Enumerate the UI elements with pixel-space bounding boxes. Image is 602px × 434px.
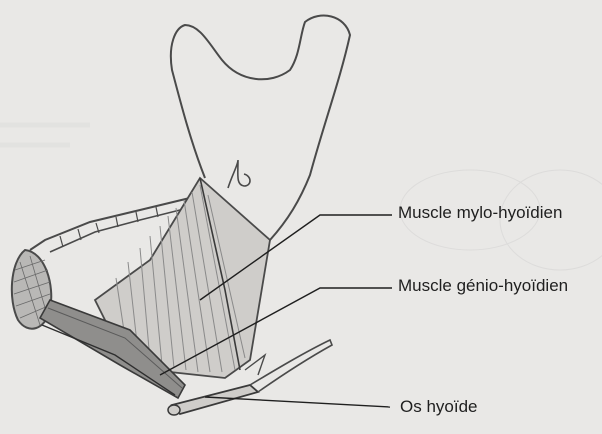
pencil-squiggle — [228, 160, 250, 188]
leader-hyoid — [205, 397, 390, 407]
label-hyoid: Os hyoïde — [400, 397, 478, 417]
background-bleed — [0, 125, 602, 270]
label-mylohyoid: Muscle mylo-hyoïdien — [398, 203, 562, 223]
label-geniohyoid: Muscle génio-hyoïdien — [398, 276, 568, 296]
